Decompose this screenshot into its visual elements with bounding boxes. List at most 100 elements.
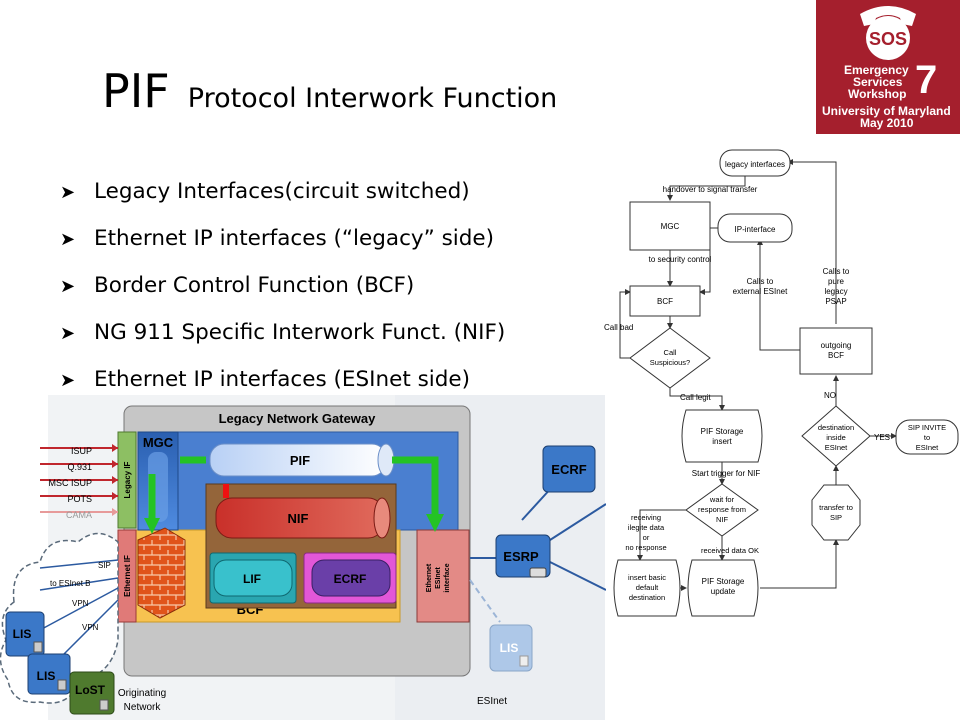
input-label: ISUP [71,446,92,456]
svg-text:SIP INVITE: SIP INVITE [908,423,946,432]
bullet-item: ➤NG 911 Specific Interwork Funct. (NIF) [60,317,505,364]
flow-arrow-head [144,518,160,534]
firewall-icon [137,527,186,619]
svg-text:insert: insert [712,437,732,446]
vpn-line [59,599,119,659]
svg-text:destination: destination [629,593,665,602]
ecrf-inner-label: ECRF [334,572,367,586]
lis-label: LIS [37,669,56,683]
svg-text:outgoing: outgoing [821,341,852,350]
mgc-node [629,201,711,251]
lis-faded-label: LIS [500,641,519,655]
arrow-bullet-icon: ➤ [60,229,76,250]
wait-response-decision [685,483,759,537]
pif-flowchart: legacy interfaces handover to signal tra… [604,149,959,617]
flow-label: YES [874,433,890,442]
svg-text:transfer to: transfer to [819,503,853,512]
server-icon [519,655,529,667]
input-label: CAMA [66,510,92,520]
svg-text:inside: inside [826,433,846,442]
workshop-badge: SOS Emergency Services Workshop 7 Univer… [816,0,960,134]
flow-label: to security control [649,255,712,264]
to-esinet-line [39,577,119,591]
flow-label: external ESInet [733,287,788,296]
esrp-label: ESRP [503,549,539,564]
esinet-interface-label: ESInet [435,566,442,588]
cloud-label: VPN [82,623,99,632]
badge-number: 7 [915,58,938,102]
flow-arrow-head [426,514,444,532]
pif-cylinder-end [377,443,395,477]
outgoing-bcf-node [799,327,873,375]
esinet-interface-box [416,529,470,623]
badge-line5: May 2010 [860,116,914,130]
flow-label: NO [824,391,836,400]
bullet-item: ➤Border Control Function (BCF) [60,270,505,317]
legacy-interfaces-node [719,149,791,177]
svg-text:to: to [924,433,930,442]
connector [669,388,725,411]
flow-label: pure [828,277,845,286]
arrow-bullet-icon: ➤ [60,323,76,344]
flow-label: Calls to [747,277,774,286]
flow-label: Call bad [604,323,633,332]
cloud-label: VPN [72,599,89,608]
server-icon [57,679,67,691]
svg-text:IP-interface: IP-interface [735,225,776,234]
svg-text:default: default [636,583,659,592]
destination-decision [801,405,871,467]
esrp-box [495,534,551,578]
flow-label: handover to signal transfer [663,185,758,194]
flow-label: PSAP [825,297,846,306]
arrow-bullet-icon: ➤ [60,182,76,203]
badge-line1: Emergency [844,63,909,77]
flow-label: Start trigger for NIF [692,469,761,478]
svg-text:PIF Storage: PIF Storage [701,427,744,436]
svg-text:PIF Storage: PIF Storage [702,577,745,586]
flow-label: Calls to [823,267,850,276]
flow-label: legacy [824,287,847,296]
sos-logo-text: SOS [869,29,907,49]
flow-label: no response [625,543,666,552]
transfer-sip-node [811,484,861,541]
lif-cylinder [213,559,293,597]
svg-text:Suspicious?: Suspicious? [650,358,690,367]
sos-phone-logo-icon: SOS [860,6,916,60]
connector [757,239,800,351]
badge-line3: Workshop [848,87,907,101]
legacy-input-lines [40,444,118,516]
bcf-node [629,285,701,317]
originating-label: Originating [118,688,166,699]
pif-storage-insert-node [681,409,763,463]
svg-text:Call: Call [664,348,677,357]
ecrf-inner-cylinder [311,559,391,597]
ecrf-box [542,445,596,493]
lis-label: LIS [13,627,32,641]
insert-basic-node [613,559,681,617]
legacy-network-gateway-diagram: Legacy Network Gateway BCF MGC Legacy IF… [0,395,606,720]
cloud-label: to ESInet B [50,579,90,588]
svg-text:NIF: NIF [716,515,729,524]
cloud-label: SIP [98,561,111,570]
sip-invite-node [895,419,959,455]
flow-label: received data OK [701,546,759,555]
svg-text:insert basic: insert basic [628,573,666,582]
flow-arrow [392,456,439,518]
bullet-item: ➤Legacy Interfaces(circuit switched) [60,176,505,223]
connector [787,159,837,324]
mgc-label: MGC [143,435,174,450]
server-icon [99,699,109,711]
connector [760,539,839,589]
ethernet-if-label: Ethernet IF [123,555,132,597]
title-main: PIF [102,64,170,118]
input-label: POTS [67,494,92,504]
gateway-title: Legacy Network Gateway [219,411,377,426]
pif-storage-update-node [687,559,759,617]
nif-cylinder-end [373,497,391,539]
svg-text:BCF: BCF [828,351,844,360]
flow-label: Call legit [680,393,711,402]
bullet-item: ➤Ethernet IP interfaces (ESInet side) [60,364,505,411]
esinet-interface-label: Ethernet [426,563,433,592]
esinet-interface-label: interface [444,563,451,592]
